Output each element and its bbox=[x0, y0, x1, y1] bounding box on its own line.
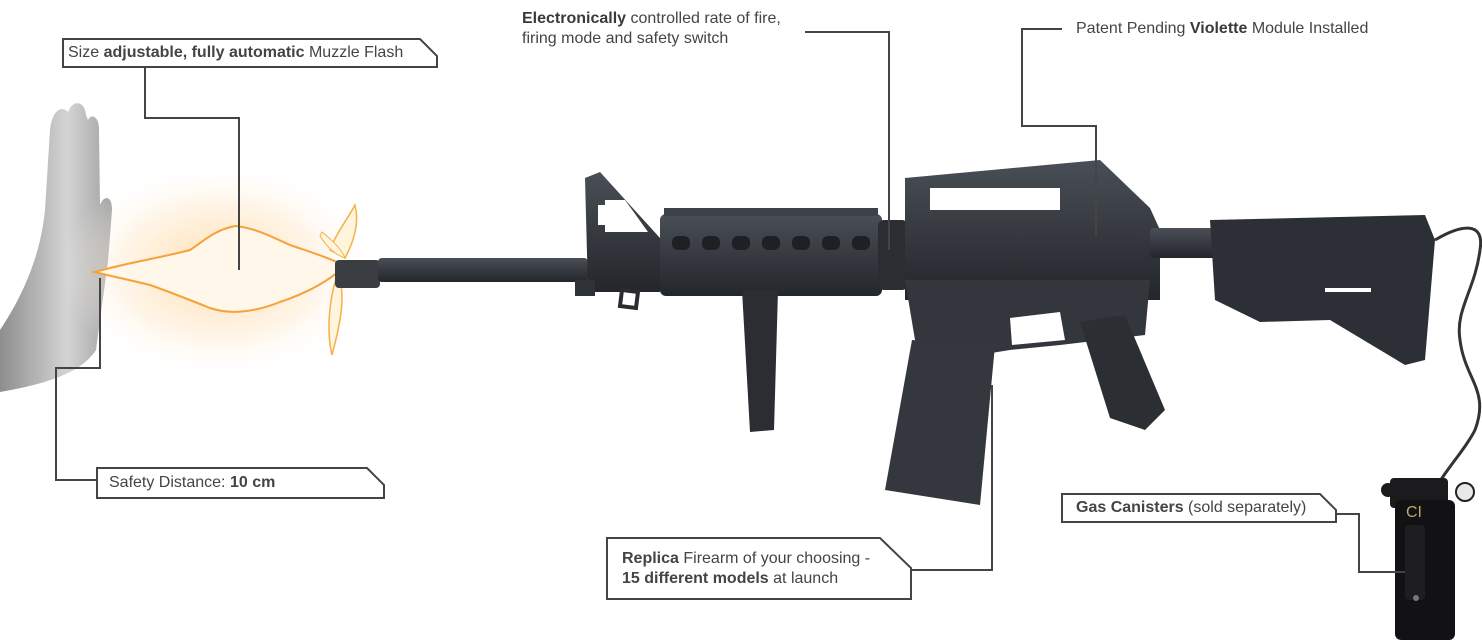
canister-label: CI bbox=[1406, 504, 1422, 521]
callout-violette-module: Patent Pending Violette Module Installed bbox=[1076, 20, 1369, 37]
callout-text: Size adjustable, fully automatic Muzzle … bbox=[68, 44, 404, 61]
callout-electronic-controls: Electronically controlled rate of fire, … bbox=[522, 10, 781, 47]
callout-muzzle-flash: Size adjustable, fully automatic Muzzle … bbox=[62, 38, 438, 68]
callout-text: Replica Firearm of your choosing - 15 di… bbox=[622, 550, 871, 587]
callout-safety-distance: Safety Distance: 10 cm bbox=[96, 467, 385, 499]
callout-text: Safety Distance: 10 cm bbox=[109, 474, 276, 491]
callout-replica-firearm: Replica Firearm of your choosing - 15 di… bbox=[606, 537, 912, 600]
callout-box-frame bbox=[1061, 493, 1337, 523]
callout-text: Gas Canisters (sold separately) bbox=[1076, 499, 1307, 516]
rifle-image bbox=[335, 160, 1435, 505]
callout-box-frame bbox=[96, 467, 385, 499]
gas-canister-image: CI bbox=[1381, 478, 1475, 640]
callout-box-frame bbox=[62, 38, 438, 68]
gas-hose bbox=[1433, 226, 1482, 491]
callout-box-frame bbox=[606, 537, 912, 600]
muzzle-flash-image bbox=[60, 160, 380, 380]
callout-gas-canisters: Gas Canisters (sold separately) bbox=[1061, 493, 1337, 523]
